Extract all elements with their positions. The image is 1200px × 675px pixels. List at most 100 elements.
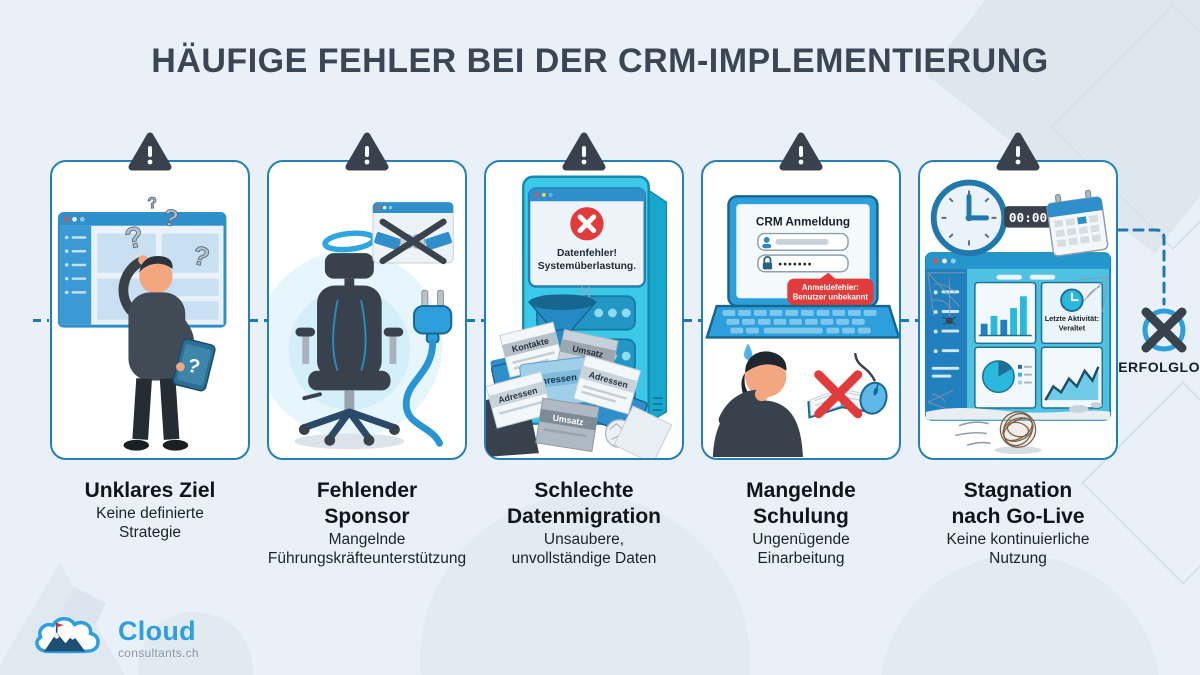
svg-text:Letzte Aktivität:: Letzte Aktivität: — [1045, 314, 1099, 323]
computer-mouse-icon — [853, 352, 888, 415]
halo-icon — [322, 230, 377, 253]
login-error-bubble: Anmeldefehler: Benutzer unbekannt — [787, 272, 874, 306]
company-logo: Cloud consultants.ch — [30, 610, 199, 666]
laptop-login-screen: CRM Anmeldung ••••••• — [727, 195, 879, 308]
paper-umsatz-2: Umsatz — [535, 397, 600, 453]
card-heading: Unklares Ziel — [84, 479, 216, 502]
svg-text:Datenfehler!: Datenfehler! — [557, 248, 617, 259]
office-chair — [295, 253, 404, 446]
warning-triangle-icon — [562, 132, 606, 171]
card-heading: Sponsor — [324, 505, 410, 528]
tablet-with-question-icon: ? — [172, 338, 216, 392]
logo-brand-text: Cloud — [118, 615, 196, 646]
clock-icon — [1060, 288, 1084, 312]
warning-triangle-icon — [128, 132, 172, 171]
card-subtitle: Ungenügende — [752, 531, 850, 548]
paper-pile: Kontakte Umsatz Unressen Adr — [486, 321, 673, 458]
erfolglos-connector: ERFOLGLOS — [1118, 228, 1200, 375]
password-field: ••••••• — [757, 254, 849, 273]
empty-chair-illustration — [269, 201, 454, 450]
error-cross-icon — [570, 207, 604, 241]
user-icon — [762, 236, 772, 249]
card-subtitle: Keine kontinuierliche — [946, 531, 1090, 548]
outcome-label: ERFOLGLOS — [1118, 359, 1200, 375]
sweat-drop-icon — [744, 343, 753, 360]
card-subtitle: Keine definierte — [96, 505, 204, 522]
svg-text:?: ? — [162, 204, 181, 232]
paper-kontakte: Kontakte — [499, 321, 564, 378]
connector-dash — [901, 319, 918, 322]
frustrated-person — [712, 343, 803, 457]
card-unklares-ziel: ? ? ? ? ? — [50, 132, 250, 460]
data-migration-illustration: Datenfehler! Systemüberlastung. — [486, 175, 673, 458]
spider-icon — [942, 316, 957, 326]
card-subtitle: Nutzung — [989, 550, 1047, 567]
label-mangelnde-schulung: Mangelnde Schulung Ungenügende Einarbeit… — [681, 478, 921, 568]
card-heading: Schulung — [753, 505, 849, 528]
svg-text:Veraltet: Veraltet — [1059, 324, 1086, 333]
card-subtitle: Strategie — [118, 524, 182, 541]
paper-adressen: Adressen — [572, 354, 642, 415]
card-subtitle: Unsaubere, — [543, 531, 625, 548]
spider-web-icon — [927, 272, 1109, 411]
svg-text:Systemüberlastung.: Systemüberlastung. — [538, 261, 636, 272]
username-field — [757, 232, 849, 251]
confused-person: ? — [118, 255, 216, 451]
line-chart-panel — [1040, 346, 1104, 409]
logo-domain-text: consultants.ch — [118, 645, 199, 660]
lock-icon — [762, 256, 773, 270]
label-schlechte-datenmigration: Schlechte Datenmigration Unsaubere, unvo… — [464, 478, 704, 568]
svg-text:?: ? — [147, 195, 158, 213]
error-dialog-window: Datenfehler! Systemüberlastung. — [527, 187, 646, 288]
cloud-mountain-logo-icon — [35, 617, 100, 654]
connector-dash — [250, 319, 267, 322]
svg-text:Benutzer unbekannt: Benutzer unbekannt — [793, 293, 869, 302]
training-failure-illustration: CRM Anmeldung ••••••• — [705, 195, 899, 457]
svg-text:?: ? — [185, 355, 202, 379]
svg-text:?: ? — [190, 240, 213, 273]
no-handshake-icon — [372, 201, 454, 265]
calendar-icon — [1046, 189, 1109, 257]
plug-icon — [402, 289, 453, 447]
card-subtitle: Mangelnde — [328, 531, 406, 548]
connector-dash — [467, 319, 484, 322]
warning-triangle-icon — [996, 132, 1040, 171]
card-heading: Stagnation — [963, 479, 1073, 502]
svg-text:Umsatz: Umsatz — [552, 413, 585, 428]
svg-text:•••••••: ••••••• — [778, 259, 812, 270]
confused-user-illustration: ? ? ? ? ? — [57, 194, 227, 451]
card-fehlender-sponsor — [267, 132, 467, 460]
label-stagnation-go-live: Stagnation nach Go-Live Keine kontinuier… — [898, 478, 1138, 568]
card-stagnation-nach-go-live: Letzte Aktivität: Veraltet — [918, 132, 1118, 460]
card-subtitle: Führungskräfteunterstützung — [267, 550, 467, 567]
label-unklares-ziel: Unklares Ziel Keine definierte Strategie — [30, 478, 270, 542]
page-title: HÄUFIGE FEHLER BEI DER CRM-IMPLEMENTIERU… — [151, 42, 1049, 80]
card-heading: Fehlender — [316, 479, 418, 502]
card-heading: Datenmigration — [506, 505, 661, 528]
card-subtitle: unvollständige Daten — [511, 550, 657, 567]
warning-triangle-icon — [779, 132, 823, 171]
fail-cross-icon — [1141, 307, 1187, 353]
svg-text:Anmeldefehler:: Anmeldefehler: — [802, 283, 859, 292]
connector-dash — [33, 319, 49, 322]
laptop-keyboard — [705, 304, 899, 339]
paper-adressen-2: Adressen — [486, 371, 553, 429]
pie-chart-panel — [974, 346, 1037, 409]
card-subtitle: Einarbeitung — [757, 550, 845, 567]
card-heading: Schlechte — [534, 479, 634, 502]
card-heading: Mangelnde — [746, 479, 856, 502]
label-fehlender-sponsor: Fehlender Sponsor Mangelnde Führungskräf… — [247, 478, 487, 568]
bar-chart-panel — [974, 281, 1037, 345]
warning-triangle-icon — [345, 132, 389, 171]
svg-text:CRM Anmeldung: CRM Anmeldung — [756, 216, 850, 229]
connector-dash — [684, 319, 701, 322]
stagnation-dashboard-illustration: Letzte Aktivität: Veraltet — [924, 179, 1112, 455]
red-cross-icon — [814, 370, 863, 419]
background-circle-shape — [880, 555, 1160, 675]
card-heading: nach Go-Live — [951, 505, 1085, 528]
tumbleweed-icon — [955, 411, 1042, 455]
clock-icon — [930, 179, 1008, 257]
card-mangelnde-schulung: CRM Anmeldung ••••••• — [701, 132, 901, 460]
dashboard-window: Letzte Aktivität: Veraltet — [924, 252, 1112, 421]
